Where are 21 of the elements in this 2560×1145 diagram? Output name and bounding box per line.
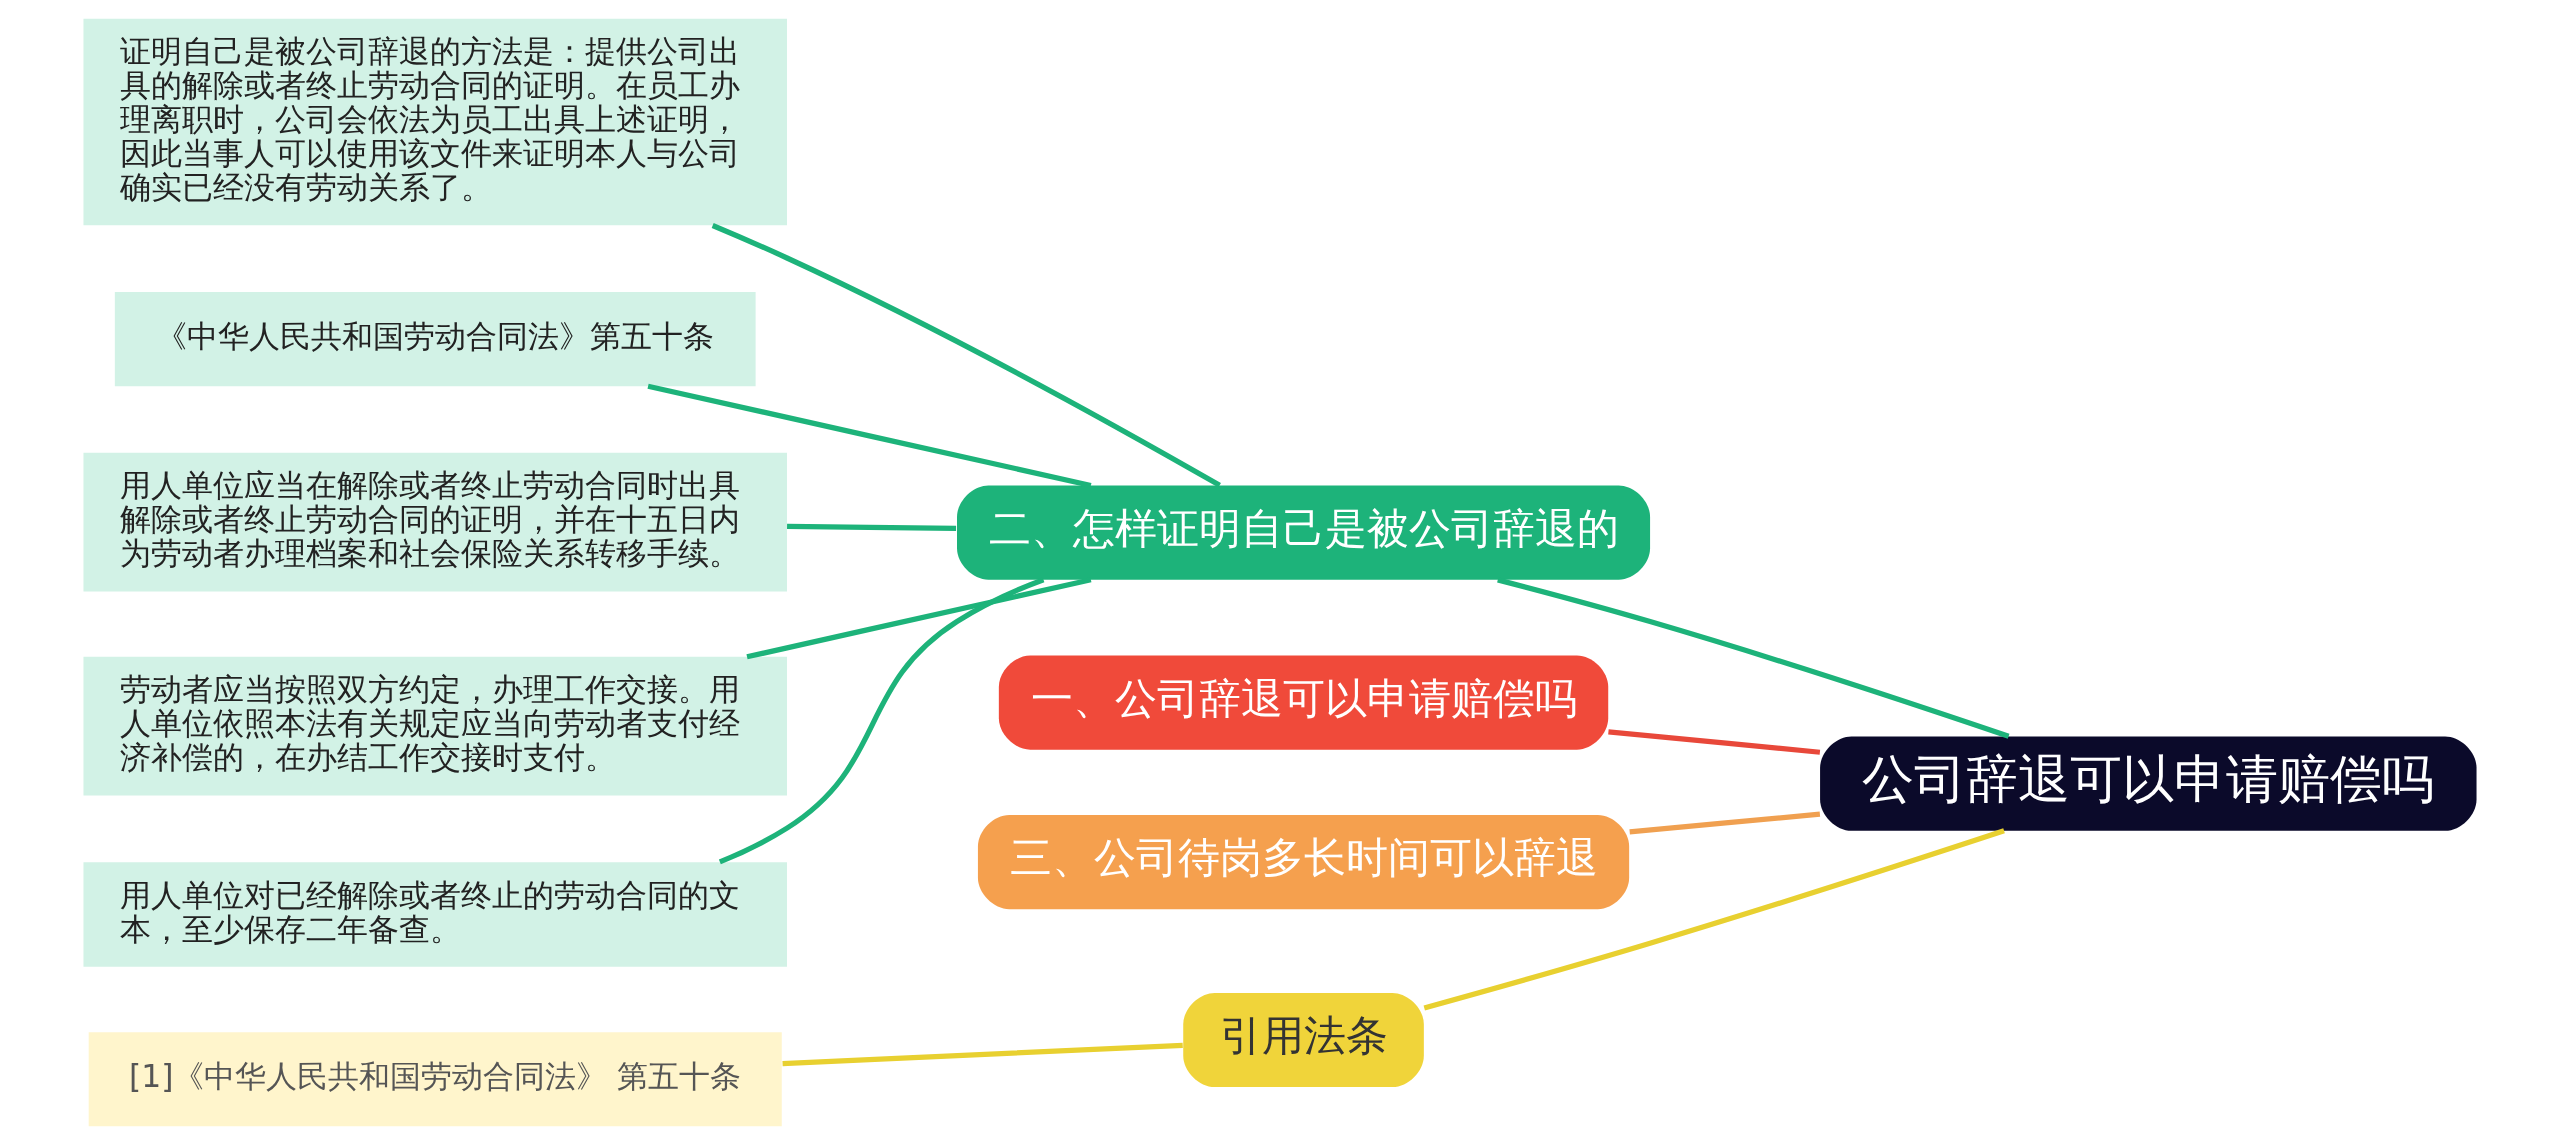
connector bbox=[1608, 729, 1821, 755]
node-box: 用人单位对已经解除或者终止的劳动合同的文本，至少保存二年备查。 bbox=[83, 862, 787, 967]
connector bbox=[782, 1042, 1183, 1067]
connector bbox=[711, 223, 1221, 488]
connector bbox=[787, 523, 957, 532]
node-box: [1]《中华人民共和国劳动合同法》 第五十条 bbox=[88, 1032, 782, 1127]
node-box: 用人单位应当在解除或者终止劳动合同时出具解除或者终止劳动合同的证明，并在十五日内为劳动者办理档案和社会保险关系转移手续。 bbox=[83, 452, 787, 592]
node-box: 证明自己是被公司辞退的方法是：提供公司出具的解除或者终止劳动合同的证明。在员工办理离职时，公司会依法为员工出具上述证明，因此当事人可以使用该文件来证明本人与公司确实已经没有劳动关系了。 bbox=[83, 18, 787, 226]
node-box: 一、公司辞退可以申请赔偿吗 bbox=[998, 655, 1609, 750]
node-box: 公司辞退可以申请赔偿吗 bbox=[1820, 736, 2477, 831]
node-box: 劳动者应当按照双方约定，办理工作交接。用人单位依照本法有关规定应当向劳动者支付经济补偿的，在办结工作交接时支付。 bbox=[83, 656, 787, 796]
connector bbox=[1629, 811, 1821, 835]
node-box: 二、怎样证明自己是被公司辞退的 bbox=[957, 485, 1651, 580]
node-box: 引用法条 bbox=[1183, 992, 1424, 1088]
connector bbox=[718, 577, 1045, 865]
connector bbox=[647, 383, 1092, 489]
connector bbox=[1423, 828, 2005, 1011]
connector bbox=[746, 577, 1092, 660]
connector bbox=[1497, 577, 2010, 739]
node-box: 《中华人民共和国劳动合同法》第五十条 bbox=[114, 292, 756, 387]
node-box: 三、公司待岗多长时间可以辞退 bbox=[977, 815, 1630, 910]
